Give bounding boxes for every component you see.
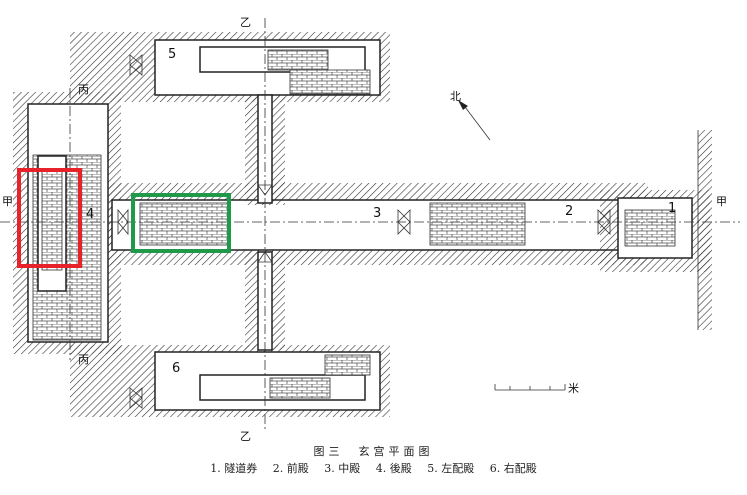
- legend-item: 3. 中殿: [324, 462, 361, 475]
- section-label-bing-bottom: 丙: [78, 353, 89, 366]
- figure-legend: 1. 隧道券 2. 前殿 3. 中殿 4. 後殿 5. 左配殿 6. 右配殿: [0, 460, 747, 476]
- room-number-6: 6: [172, 361, 180, 376]
- scale-unit-label: 米: [568, 382, 579, 395]
- interior-features: [32, 46, 676, 401]
- room-number-5: 5: [168, 47, 176, 62]
- room-number-3: 3: [373, 206, 381, 221]
- section-label-yi-bottom: 乙: [240, 430, 251, 443]
- figure-title: 图三 玄宫平面图: [313, 445, 434, 458]
- section-label-yi-top: 乙: [240, 16, 251, 29]
- legend-item: 6. 右配殿: [489, 462, 537, 475]
- scale-bar: [494, 384, 566, 391]
- north-label: 北: [450, 90, 461, 103]
- highlight-box-green: [131, 193, 231, 253]
- legend-item: 2. 前殿: [272, 462, 309, 475]
- legend-item: 5. 左配殿: [427, 462, 475, 475]
- legend-item: 4. 後殿: [375, 462, 412, 475]
- north-arrow: [458, 100, 491, 141]
- legend-item: 1. 隧道券: [210, 462, 258, 475]
- room-number-4: 4: [86, 207, 94, 222]
- section-lines: [0, 18, 740, 432]
- room-number-2: 2: [565, 204, 573, 219]
- section-label-bing-top: 丙: [78, 83, 89, 96]
- section-label-jia-right: 甲: [716, 195, 727, 208]
- room-number-1: 1: [668, 201, 676, 216]
- section-label-jia-left: 甲: [2, 195, 13, 208]
- highlight-box-red: [17, 168, 82, 268]
